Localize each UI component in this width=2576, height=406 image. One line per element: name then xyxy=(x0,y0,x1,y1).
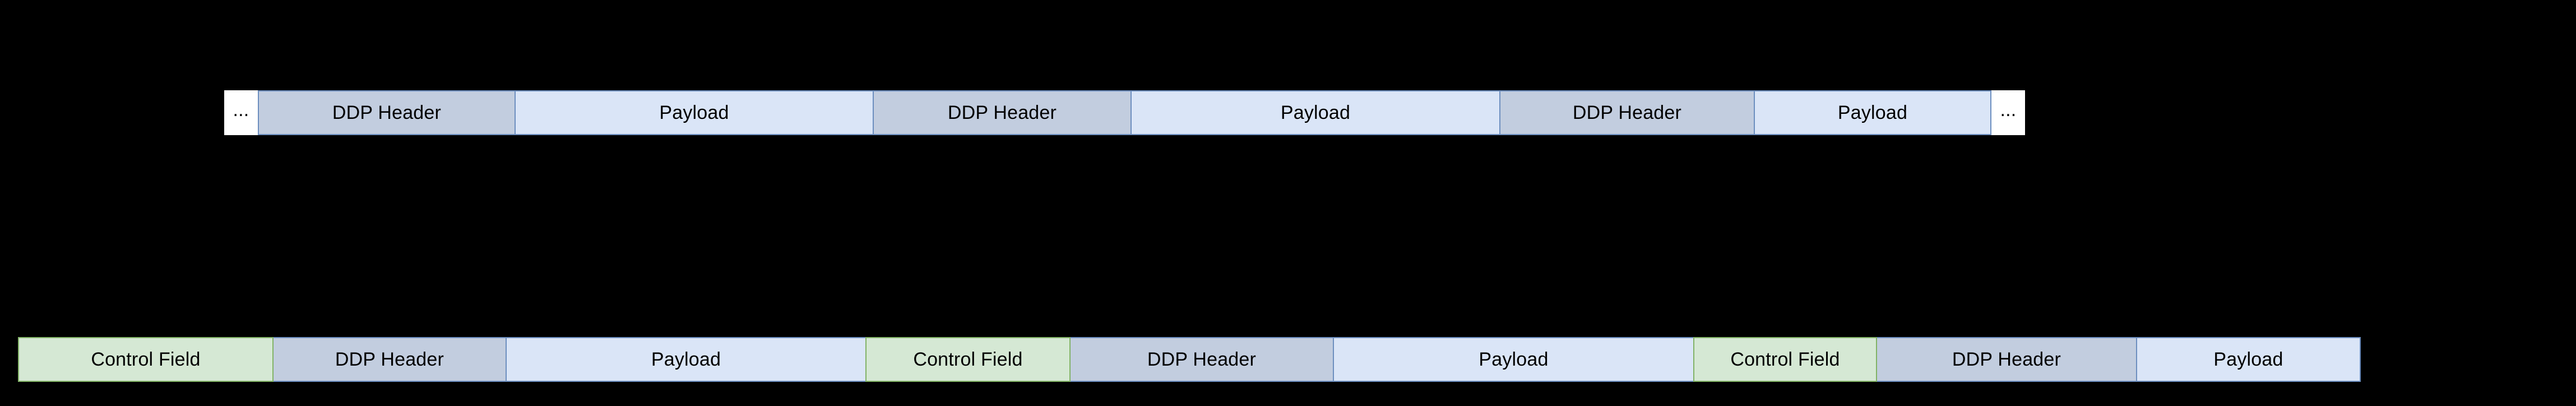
segment-ddp-header: DDP Header xyxy=(258,90,516,135)
segment-ellipsis: ... xyxy=(224,90,258,135)
segment-ddp-header: DDP Header xyxy=(1069,337,1334,382)
segment-control-field: Control Field xyxy=(18,337,274,382)
segment-payload: Payload xyxy=(1754,90,1991,135)
segment-ellipsis: ... xyxy=(1991,90,2025,135)
segment-ddp-header: DDP Header xyxy=(1876,337,2137,382)
segment-ddp-header: DDP Header xyxy=(272,337,507,382)
segment-ddp-header: DDP Header xyxy=(873,90,1132,135)
segment-control-field: Control Field xyxy=(865,337,1071,382)
segment-payload: Payload xyxy=(515,90,874,135)
segment-payload: Payload xyxy=(2136,337,2361,382)
segment-payload: Payload xyxy=(506,337,867,382)
segment-ddp-header: DDP Header xyxy=(1499,90,1755,135)
segment-payload: Payload xyxy=(1131,90,1500,135)
segment-payload: Payload xyxy=(1333,337,1694,382)
segment-control-field: Control Field xyxy=(1693,337,1877,382)
